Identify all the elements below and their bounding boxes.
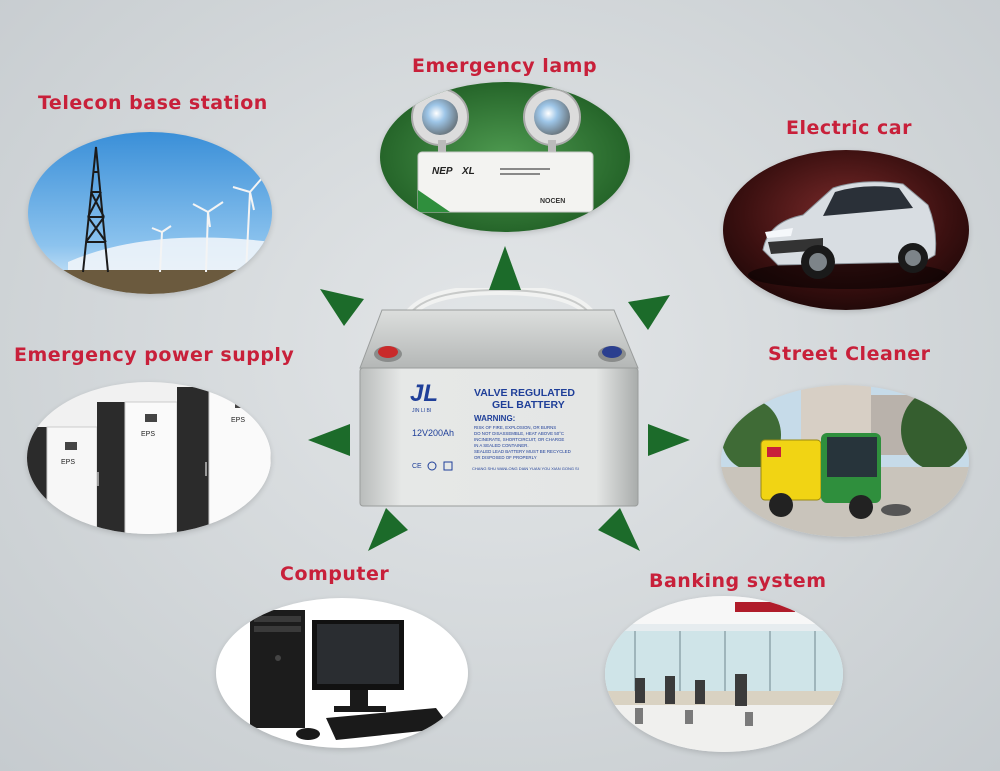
lamp-brand-right: XL	[461, 166, 475, 177]
computer-image	[216, 598, 468, 748]
lamp-brand-left: NEP	[432, 166, 453, 177]
lamp-maker: NOCEN	[540, 198, 565, 205]
battery-title-line1: VALVE REGULATED	[474, 387, 575, 399]
arrow-up-right-icon	[628, 295, 670, 330]
battery-warning-line-1: RISK OF FIRE, EXPLOSION, OR BURNS	[474, 425, 556, 430]
emergency-lamp-image: NEP XL NOCEN	[380, 82, 630, 232]
telecon-base-station-image	[28, 132, 272, 294]
battery-warning-line-5: SEALED LEAD BATTERY MUST BE RECYCLED	[474, 449, 571, 454]
recycle-icon	[427, 461, 437, 471]
arrow-down-left-icon	[368, 508, 408, 551]
label-street-cleaner: Street Cleaner	[768, 343, 931, 365]
arrow-left-icon	[308, 424, 350, 456]
arrow-up-icon	[489, 246, 521, 290]
battery-title-line2: GEL BATTERY	[492, 399, 565, 411]
gel-battery: JL JIN LI BI VALVE REGULATED GEL BATTERY…	[352, 284, 644, 510]
label-computer: Computer	[280, 563, 390, 585]
battery-brand-mark: JL	[410, 380, 438, 407]
label-electric-car: Electric car	[786, 117, 912, 139]
battery-warning-line-6: OR DISPOSED OF PROPERLY	[474, 455, 537, 460]
bin-icon	[443, 461, 453, 471]
electric-car-image	[723, 150, 969, 310]
battery-brand-sub: JIN LI BI	[412, 408, 431, 414]
label-emergency-lamp: Emergency lamp	[412, 55, 598, 77]
battery-warning-title: WARNING:	[474, 414, 515, 423]
battery-warning-line-4: IN A SEALED CONTAINER.	[474, 443, 529, 448]
battery-address: CHANG SHU WANLONG DIAN YUAN YOU XIAN GON…	[472, 466, 579, 471]
label-emergency-power-supply: Emergency power supply	[14, 344, 295, 366]
arrow-right-icon	[648, 424, 690, 456]
battery-warning-line-2: DO NOT DISASSEMBLE, HEAT ABOVE 50°C	[474, 431, 564, 436]
battery-rating: 12V200Ah	[412, 428, 454, 438]
eps-label-3: EPS	[231, 417, 245, 424]
label-banking-system: Banking system	[649, 570, 827, 592]
battery-cert-mark: CE	[412, 463, 422, 470]
eps-label-2: EPS	[141, 431, 155, 438]
label-telecon-base-station: Telecon base station	[38, 92, 268, 114]
eps-label-1: EPS	[61, 459, 75, 466]
arrow-up-left-icon	[320, 289, 364, 326]
battery-warning-line-3: INCINERATE, SHORTCIRCUIT, OR CHARGE	[474, 437, 564, 442]
arrow-down-right-icon	[598, 508, 640, 551]
